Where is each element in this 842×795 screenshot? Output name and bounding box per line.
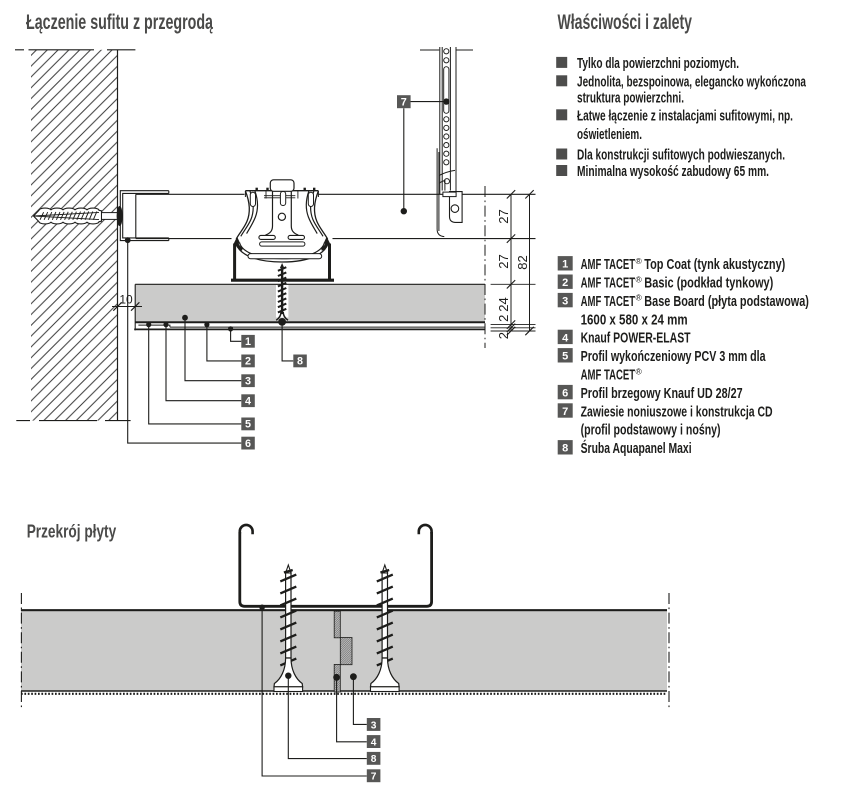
svg-text:Zawiesie noniuszowe i konstruk: Zawiesie noniuszowe i konstrukcja CD — [581, 404, 773, 420]
svg-text:8: 8 — [371, 754, 377, 765]
svg-text:6: 6 — [245, 438, 251, 450]
svg-text:10: 10 — [119, 293, 133, 307]
svg-text:Tylko dla powierzchni poziomyc: Tylko dla powierzchni poziomych. — [577, 56, 739, 72]
svg-text:8: 8 — [297, 356, 303, 368]
svg-text:2: 2 — [562, 277, 568, 289]
svg-text:Łatwe łączenie z instalacjami: Łatwe łączenie z instalacjami sufitowymi… — [577, 108, 793, 124]
svg-text:®: ® — [636, 256, 643, 266]
svg-text:Łączenie sufitu z przegrodą: Łączenie sufitu z przegrodą — [26, 11, 213, 34]
svg-text:®: ® — [636, 366, 643, 376]
svg-text:4: 4 — [562, 332, 569, 344]
svg-text:Dla konstrukcji sufitowych pod: Dla konstrukcji sufitowych podwieszanych… — [577, 148, 785, 164]
svg-text:®: ® — [636, 293, 643, 303]
svg-text:Basic (podkład tynkowy): Basic (podkład tynkowy) — [644, 276, 773, 292]
svg-text:2: 2 — [496, 332, 511, 339]
svg-text:AMF TACET: AMF TACET — [581, 276, 636, 292]
svg-text:struktura powierzchni.: struktura powierzchni. — [577, 90, 684, 106]
svg-text:7: 7 — [562, 406, 568, 418]
svg-text:oświetleniem.: oświetleniem. — [577, 127, 642, 143]
svg-text:Profil wykończeniowy PCV 3 mm: Profil wykończeniowy PCV 3 mm dla — [581, 349, 767, 365]
svg-text:Właściwości i zalety: Właściwości i zalety — [558, 11, 693, 34]
svg-text:8: 8 — [562, 443, 568, 455]
svg-text:27: 27 — [496, 254, 511, 268]
svg-text:7: 7 — [371, 772, 377, 783]
svg-text:®: ® — [636, 274, 643, 284]
svg-text:4: 4 — [371, 737, 377, 748]
svg-text:AMF TACET: AMF TACET — [581, 294, 636, 310]
svg-text:AMF TACET: AMF TACET — [581, 368, 636, 384]
svg-text:Top Coat (tynk akustyczny): Top Coat (tynk akustyczny) — [644, 257, 785, 273]
svg-text:3: 3 — [245, 376, 251, 388]
svg-text:Minimalna wysokość zabudowy 65: Minimalna wysokość zabudowy 65 mm. — [577, 164, 769, 180]
svg-text:Śruba Aquapanel Maxi: Śruba Aquapanel Maxi — [581, 439, 692, 457]
svg-text:24: 24 — [496, 297, 511, 311]
svg-text:1: 1 — [245, 336, 251, 348]
svg-text:3: 3 — [562, 296, 568, 308]
svg-text:7: 7 — [401, 97, 407, 109]
svg-text:2: 2 — [245, 356, 251, 368]
svg-text:2: 2 — [496, 315, 511, 322]
svg-text:AMF TACET: AMF TACET — [581, 257, 636, 273]
svg-text:3: 3 — [371, 720, 377, 731]
svg-text:Przekrój płyty: Przekrój płyty — [27, 521, 117, 542]
svg-text:Jednolita, bezspoinowa, elegan: Jednolita, bezspoinowa, elegancko wykońc… — [577, 74, 807, 90]
svg-text:Profil brzegowy Knauf UD 28/27: Profil brzegowy Knauf UD 28/27 — [581, 386, 743, 402]
svg-text:1600 x 580 x 24 mm: 1600 x 580 x 24 mm — [581, 312, 688, 328]
svg-text:5: 5 — [245, 419, 251, 431]
svg-text:(profil podstawowy i nośny): (profil podstawowy i nośny) — [581, 423, 721, 439]
svg-text:6: 6 — [562, 388, 568, 400]
svg-text:82: 82 — [515, 255, 530, 269]
svg-text:Knauf POWER-ELAST: Knauf POWER-ELAST — [581, 331, 691, 347]
svg-text:Base Board (płyta podstawowa): Base Board (płyta podstawowa) — [644, 294, 809, 310]
svg-text:1: 1 — [562, 259, 568, 271]
svg-text:5: 5 — [562, 351, 568, 363]
svg-text:27: 27 — [496, 209, 511, 223]
svg-text:4: 4 — [245, 396, 251, 408]
